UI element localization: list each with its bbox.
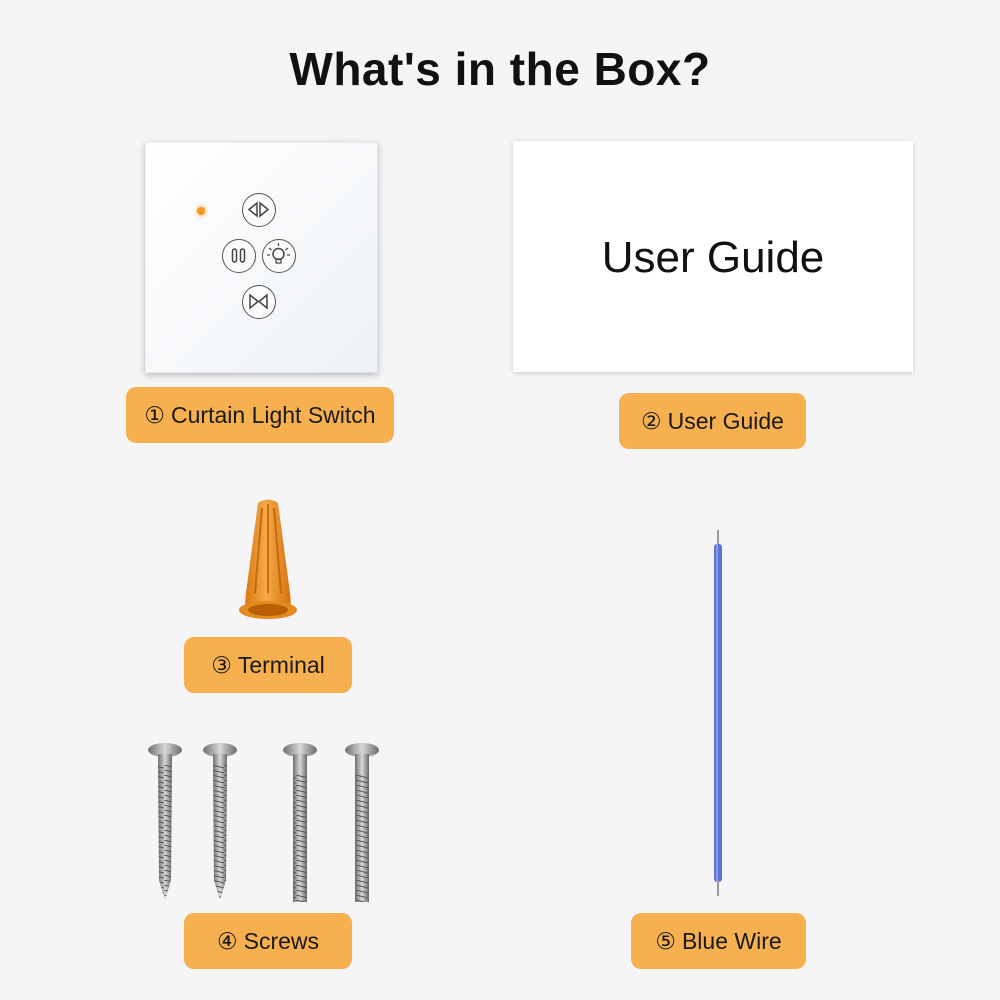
item-label-text: Blue Wire [681,928,782,954]
item-number: ④ [216,928,238,954]
open-close-curtain-icon [242,193,276,227]
pause-icon [222,239,256,273]
light-bulb-icon [262,239,296,273]
user-guide-card-title: User Guide [601,233,825,282]
curtain-light-switch-image [145,142,378,373]
page-title: What's in the Box? [289,43,711,95]
item-label-text: User Guide [667,408,784,434]
item-number: ⑤ [655,928,676,954]
user-guide-card: User Guide [513,141,913,372]
item-label-text: Curtain Light Switch [171,402,376,428]
item-label-text: Screws [243,928,320,954]
item-number: ③ [211,652,232,678]
indicator-led [197,207,205,215]
blue-wire-image [714,530,722,896]
item-number: ② [641,408,662,434]
item-label-text: Terminal [237,652,325,678]
screw [148,743,182,900]
screw [345,743,379,902]
screw [203,743,237,900]
screws-image [148,743,379,902]
screw [283,743,317,902]
terminal-wire-nut-image [239,499,297,619]
item-number: ① [144,402,166,428]
close-curtain-icon [242,285,276,319]
